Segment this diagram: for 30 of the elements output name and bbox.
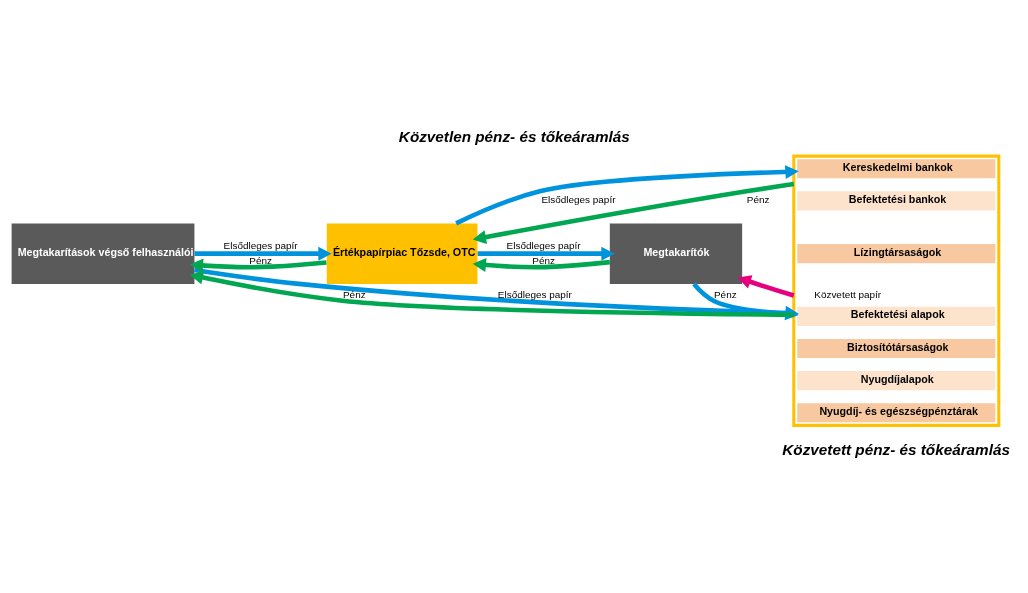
arrow bbox=[477, 246, 615, 261]
edge-label: Pénz bbox=[249, 254, 272, 266]
arrow bbox=[194, 246, 332, 261]
node-box: Lízingtársaságok bbox=[797, 244, 996, 264]
node-box: Megtakarítók bbox=[609, 223, 743, 284]
edge-label: Elsődleges papír bbox=[506, 239, 581, 251]
node-box: Értékpapírpiac Tőzsde, OTC bbox=[326, 223, 478, 284]
node-box: Kereskedelmi bankok bbox=[797, 159, 996, 179]
arrow bbox=[472, 181, 795, 244]
caption: Közvetett pénz- és tőkeáramlás bbox=[782, 441, 1010, 459]
edge-label: Pénz bbox=[342, 288, 366, 300]
edge-label: Közvetett papír bbox=[814, 288, 882, 300]
node-box: Nyugdíj- és egészségpénztárak bbox=[797, 403, 996, 423]
arrow bbox=[189, 258, 327, 273]
arrow bbox=[737, 275, 795, 298]
edge-label: Pénz bbox=[746, 194, 770, 206]
arrow bbox=[455, 165, 799, 226]
edge-label: Pénz bbox=[713, 288, 737, 300]
node-box: Megtakarítások végső felhasználói bbox=[11, 223, 195, 284]
node-box: Befektetési alapok bbox=[797, 306, 996, 326]
node-box: Befektetési bankok bbox=[797, 191, 996, 211]
node-box: Nyugdíjalapok bbox=[797, 371, 996, 391]
diagram-title: Közvetlen pénz- és tőkeáramlás bbox=[398, 127, 630, 145]
edge-label: Pénz bbox=[532, 254, 555, 266]
edge-label: Elsődleges papír bbox=[541, 194, 616, 206]
edge-label: Elsődleges papír bbox=[223, 239, 298, 251]
node-box: Biztosítótársaságok bbox=[797, 338, 996, 359]
cluster bbox=[792, 154, 1001, 427]
arrow bbox=[472, 258, 611, 272]
edge-label: Elsődleges papír bbox=[497, 288, 572, 300]
